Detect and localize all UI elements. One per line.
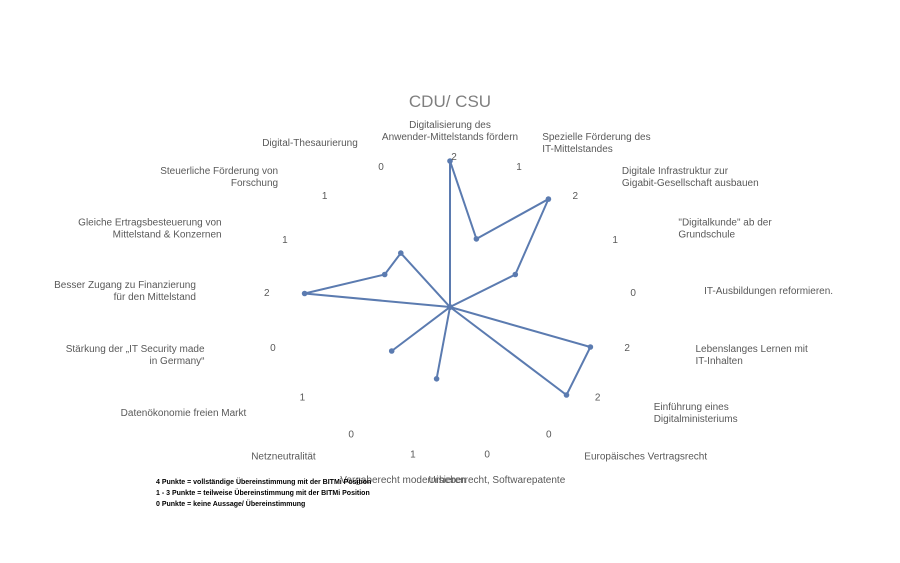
value-label-11: 1 bbox=[300, 392, 306, 403]
radar-marker-11 bbox=[388, 348, 395, 354]
category-label-7: Europäisches Vertragsrecht bbox=[584, 452, 707, 463]
legend-line-partial: 1 - 3 Punkte = teilweise Übereinstimmung… bbox=[156, 490, 370, 497]
value-label-13: 2 bbox=[264, 288, 270, 299]
value-label-3: 1 bbox=[612, 235, 618, 246]
radar-series-line bbox=[304, 160, 592, 397]
category-label-11: Datenökonomie freien Markt bbox=[121, 408, 247, 419]
radar-marker-9 bbox=[433, 376, 440, 382]
radar-data-layer bbox=[301, 158, 594, 398]
value-label-7: 0 bbox=[546, 430, 552, 441]
radar-marker-2 bbox=[545, 196, 552, 202]
value-label-10: 0 bbox=[348, 430, 354, 441]
radar-marker-14 bbox=[381, 271, 388, 278]
radar-marker-16 bbox=[447, 304, 453, 310]
radar-marker-1 bbox=[473, 236, 480, 242]
value-label-8: 0 bbox=[484, 449, 490, 460]
value-label-6: 2 bbox=[595, 392, 601, 403]
scoring-legend: 4 Punkte = vollständige Übereinstimmung … bbox=[156, 477, 371, 510]
chart-title: CDU/ CSU bbox=[409, 92, 491, 111]
category-label-10: Netzneutralität bbox=[251, 452, 316, 463]
radar-marker-5 bbox=[587, 344, 594, 350]
radar-marker-15 bbox=[398, 250, 404, 256]
radar-marker-13 bbox=[301, 290, 308, 297]
value-label-5: 2 bbox=[624, 343, 630, 354]
category-label-9: Vergaberecht modernisieren bbox=[340, 475, 466, 486]
value-label-1: 1 bbox=[516, 162, 522, 173]
category-label-16: Digital-Thesaurierung bbox=[262, 138, 358, 149]
value-label-9: 1 bbox=[410, 449, 416, 460]
value-label-14: 1 bbox=[282, 235, 288, 246]
value-label-15: 1 bbox=[322, 191, 328, 202]
value-label-16: 0 bbox=[378, 162, 384, 173]
value-label-12: 0 bbox=[270, 343, 276, 354]
legend-line-none: 0 Punkte = keine Aussage/ Übereinstimmun… bbox=[156, 501, 306, 508]
category-label-4: IT-Ausbildungen reformieren. bbox=[704, 286, 833, 297]
category-label-8: Urheberrecht, Softwarepatente bbox=[429, 475, 566, 486]
value-label-0: 2 bbox=[451, 152, 457, 163]
value-label-4: 0 bbox=[630, 288, 636, 299]
legend-line-full: 4 Punkte = vollständige Übereinstimmung … bbox=[156, 479, 372, 486]
radar-marker-0 bbox=[447, 158, 453, 164]
radar-marker-6 bbox=[563, 392, 570, 398]
radar-marker-3 bbox=[512, 271, 519, 278]
value-label-2: 2 bbox=[573, 191, 579, 202]
